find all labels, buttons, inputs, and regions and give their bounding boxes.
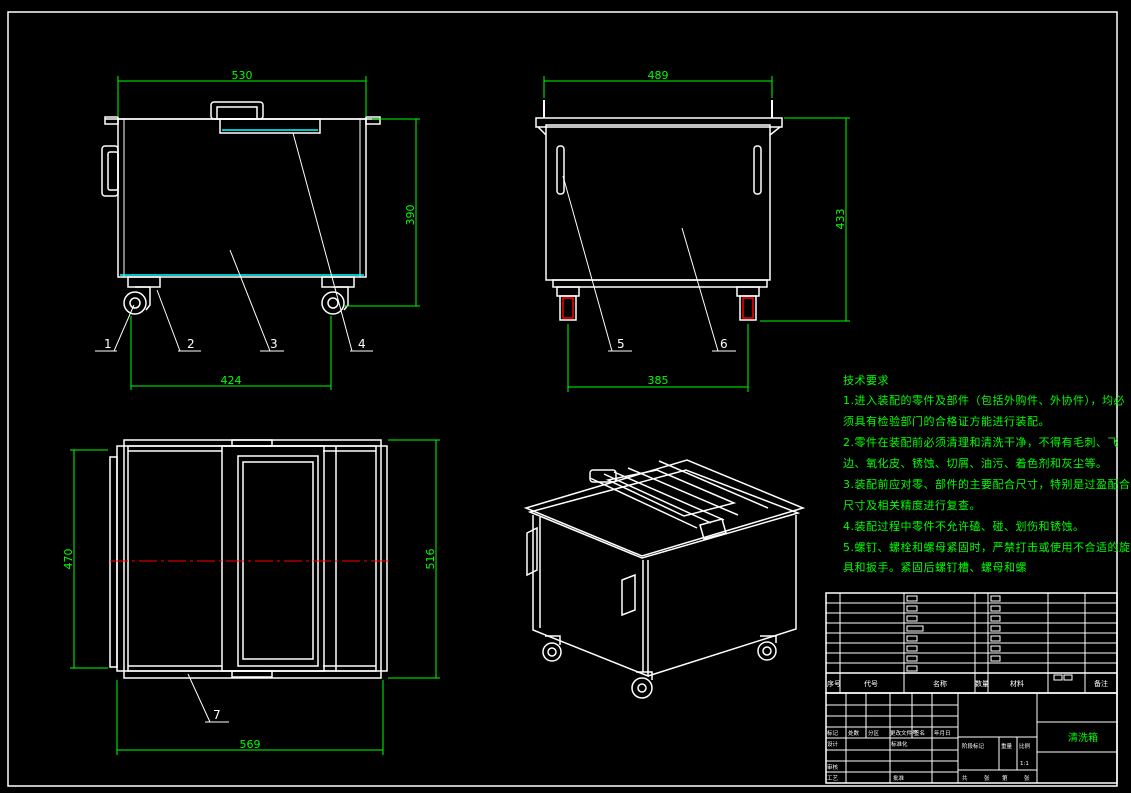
tech-req-line: 尺寸及相关精度进行复查。 xyxy=(843,499,981,512)
drawing-border xyxy=(7,11,1118,787)
part-label-7: 7 xyxy=(213,708,221,722)
tb-standardize: 标准化 xyxy=(891,740,908,748)
top-leaders xyxy=(187,673,229,723)
part-label-3: 3 xyxy=(270,337,278,351)
part-label-4: 4 xyxy=(358,337,366,351)
top-outer xyxy=(116,445,388,672)
tb-weight: 重量 xyxy=(1001,742,1013,750)
front-view xyxy=(101,101,381,315)
part-label-1: 1 xyxy=(104,337,112,351)
dim-side-height: 433 xyxy=(834,209,847,230)
tech-req-line: 5.螺钉、螺栓和螺母紧固时，严禁打击或使用不合适的旋 xyxy=(843,541,1131,554)
tb-process: 工艺 xyxy=(827,775,839,782)
front-top-handle xyxy=(210,101,264,120)
part-label-5: 5 xyxy=(617,337,625,351)
tb-mark: 标记 xyxy=(827,729,839,737)
bom-header-qty: 数量 xyxy=(975,679,989,688)
bom-header-code: 代号 xyxy=(864,679,878,688)
tech-req-line: 具和扳手。紧固后螺钉槽、螺母和螺 xyxy=(843,561,1027,574)
bom-header-material: 材料 xyxy=(1010,679,1024,688)
tech-req-line: 2.零件在装配前必须清理和清洗干净，不得有毛刺、飞 xyxy=(843,436,1119,449)
side-view xyxy=(535,100,783,321)
dimension-texts: 530 390 424 489 433 385 470 516 569 xyxy=(62,69,847,751)
tb-ratio: 比例 xyxy=(1019,742,1031,750)
side-dims xyxy=(543,76,850,392)
tech-req-line: 须具有检验部门的合格证方能进行装配。 xyxy=(843,415,1050,428)
dim-front-width: 530 xyxy=(232,69,253,82)
tb-change-no: 更改文件号 xyxy=(890,729,918,737)
tb-sheet-no: 第 xyxy=(1002,774,1008,782)
dim-side-wheelbase: 385 xyxy=(648,374,669,387)
part-number-labels: 1 2 3 4 5 6 7 xyxy=(104,337,728,722)
dim-side-width: 489 xyxy=(648,69,669,82)
tech-req-line: 1.进入装配的零件及部件（包括外购件、外协件），均必 xyxy=(843,394,1125,407)
part-label-2: 2 xyxy=(187,337,195,351)
dim-top-width: 569 xyxy=(240,738,261,751)
dim-front-wheelbase: 424 xyxy=(221,374,242,387)
tb-date: 年月日 xyxy=(934,729,951,737)
tb-sign: 签名 xyxy=(914,729,925,737)
isometric-view xyxy=(523,459,806,699)
tb-drawing-name: 清洗箱 xyxy=(1068,731,1098,744)
tb-approve: 批准 xyxy=(893,774,905,782)
tech-req-line: 边、氧化皮、锈蚀、切屑、油污、着色剂和灰尘等。 xyxy=(843,457,1108,470)
tb-review: 审核 xyxy=(827,763,839,771)
bom-header-name: 名称 xyxy=(933,679,947,688)
tb-sheet-a: 张 xyxy=(984,774,990,782)
title-block-texts: 标记 处数 分区 更改文件号 签名 年月日 设计 标准化 审核 工艺 批准 阶段… xyxy=(827,729,1031,782)
dim-top-depth: 470 xyxy=(62,549,75,570)
tb-sheet-b: 张 xyxy=(1024,774,1030,782)
tech-req-line: 3.装配前应对零、部件的主要配合尺寸，特别是过盈配合 xyxy=(843,478,1131,491)
tech-req-title: 技术要求 xyxy=(843,374,889,387)
part-label-6: 6 xyxy=(720,337,728,351)
title-block-grid xyxy=(825,692,1118,784)
tb-designer: 设计 xyxy=(827,740,839,748)
tb-count: 处数 xyxy=(848,729,860,737)
tb-stage-mark: 阶段标记 xyxy=(962,742,985,750)
bom-header-index: 序号 xyxy=(827,679,841,688)
front-dims xyxy=(117,76,420,390)
top-view xyxy=(109,439,388,679)
dim-front-height: 390 xyxy=(404,205,417,226)
front-side-handle xyxy=(101,145,119,197)
bom-header-texts: 序号 代号 名称 数量 材料 备注 xyxy=(827,679,1108,688)
front-body xyxy=(117,118,367,278)
tech-req-line: 4.装配过程中零件不允许磕、碰、划伤和锈蚀。 xyxy=(843,520,1085,533)
tb-zone: 分区 xyxy=(868,729,880,737)
side-body xyxy=(545,124,771,281)
tb-scale: 1:1 xyxy=(1020,761,1029,767)
front-leaders xyxy=(95,132,373,352)
tb-sheet-total: 共 xyxy=(962,774,968,782)
bom-table-grid xyxy=(825,592,1118,694)
bom-header-remark: 备注 xyxy=(1094,679,1108,688)
top-dims xyxy=(70,439,440,755)
dim-top-depth-overall: 516 xyxy=(424,549,437,570)
side-leaders xyxy=(562,175,736,352)
